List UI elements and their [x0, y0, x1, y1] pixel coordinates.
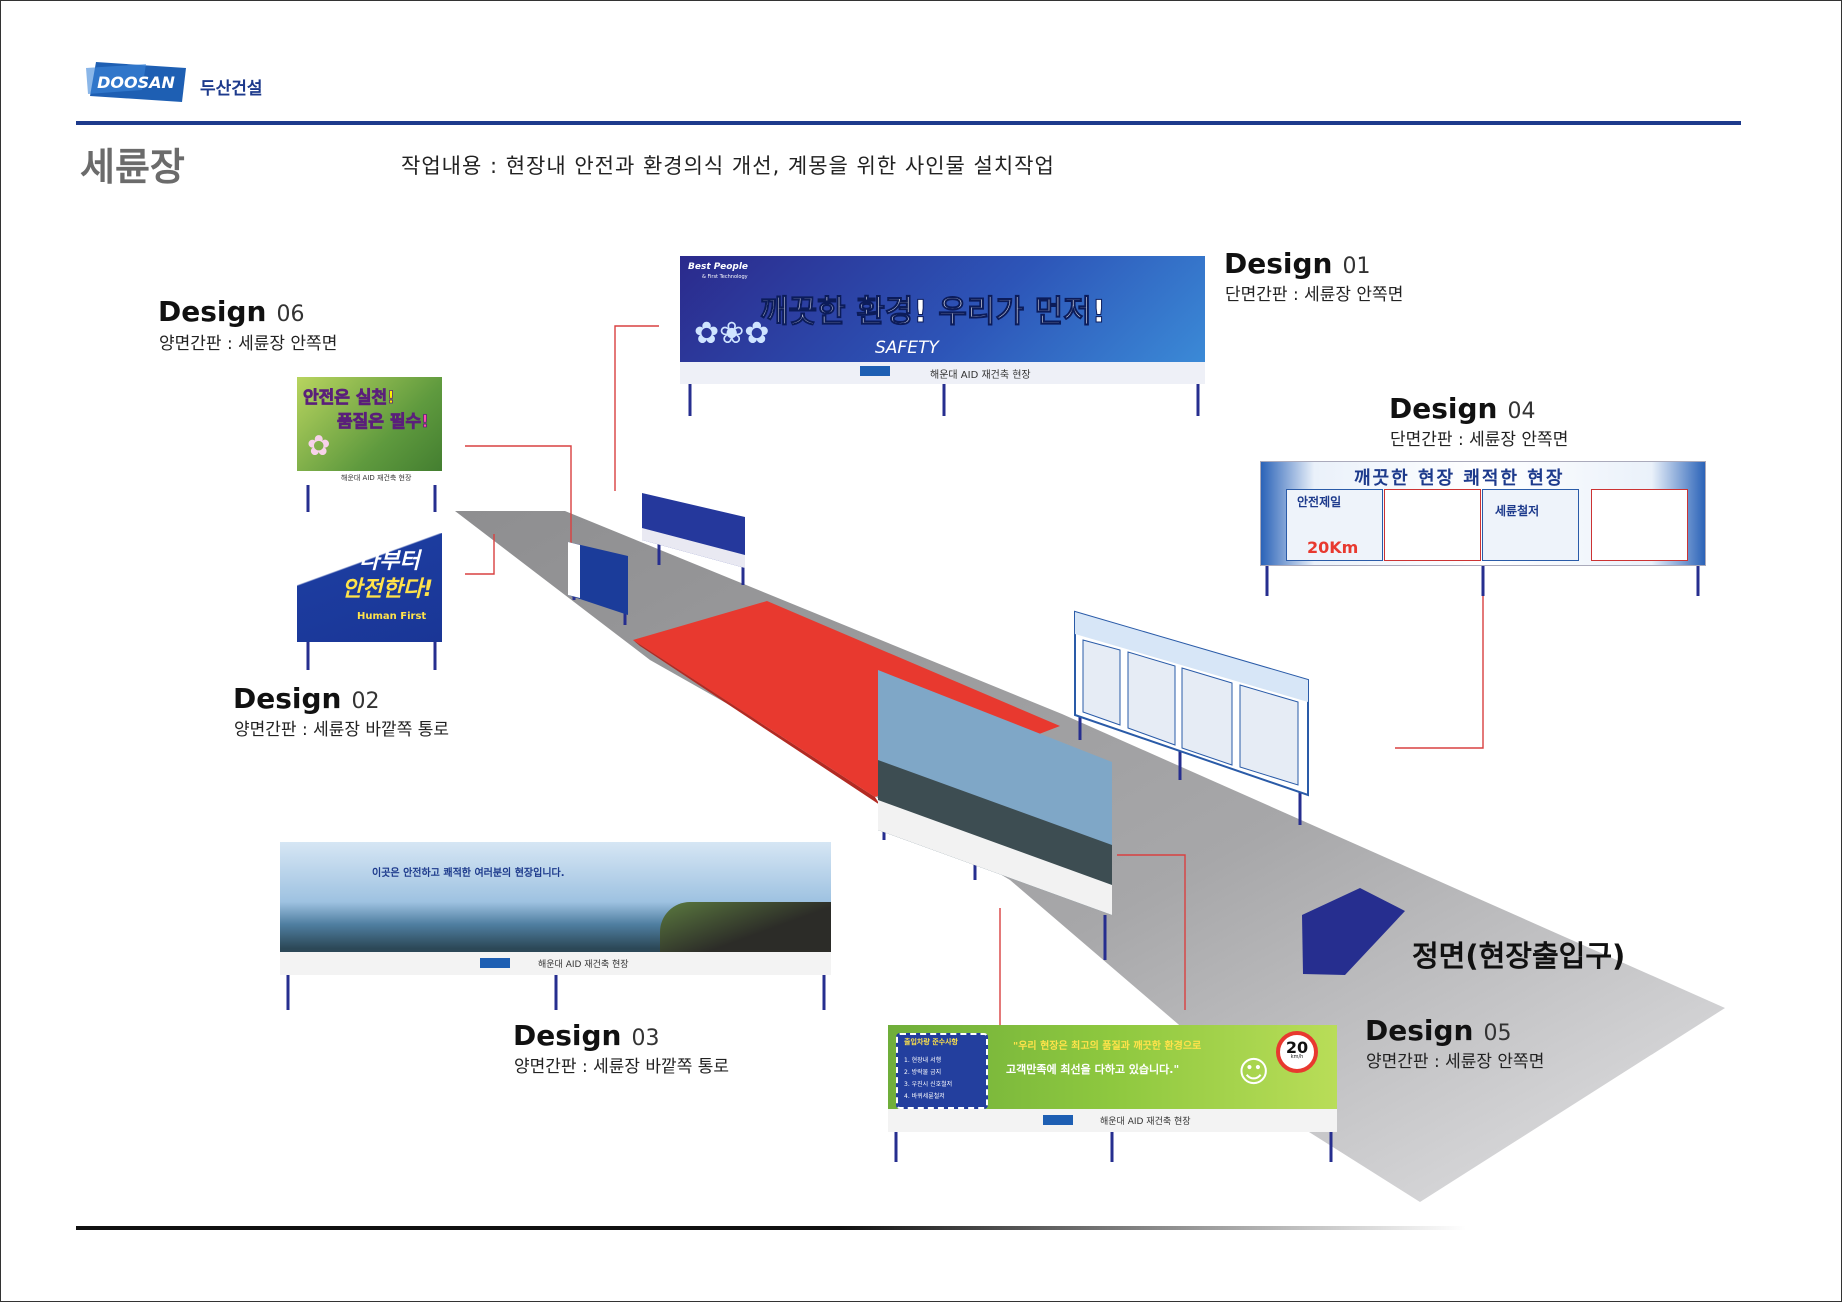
sign-05-rule: 1. 현장내 서행 — [904, 1057, 942, 1064]
design-06-subtitle: 양면간판 : 세륜장 안쪽면 — [159, 334, 338, 354]
page-title: 세륜장 — [80, 145, 185, 189]
sign-05-quote-2: 고객만족에 최선을 다하고 있습니다." — [1006, 1063, 1180, 1076]
mascot-icon: ☺ — [1238, 1055, 1270, 1090]
sign-04-panel-1-speed: 20Km — [1307, 538, 1359, 557]
sign-01-tag2: & First Technology — [702, 274, 748, 280]
sign-01-headline: 깨끗한 환경! 우리가 먼저! — [760, 294, 1107, 331]
sign-04-panel-3-title: 세륜철저 — [1495, 504, 1540, 518]
sign-05-logo — [1043, 1115, 1073, 1125]
sign-05-rules-title: 출입차량 준수사항 — [904, 1038, 958, 1046]
sign-01-flowers: ✿❀✿ — [694, 316, 770, 351]
sign-05-site: 해운대 AID 재건축 현장 — [1100, 1117, 1191, 1127]
work-description: 작업내용 : 현장내 안전과 환경의식 개선, 계몽을 위한 사인물 설치작업 — [401, 154, 1055, 178]
sign-06-flower: ✿ — [307, 429, 331, 462]
sign-design-01: Best People & First Technology 깨끗한 환경! 우… — [680, 256, 1205, 384]
scene-sign-d02 — [568, 542, 628, 615]
sign-02-line2: 안전한다! — [342, 577, 433, 602]
sign-design-06: 안전은 실천! 품질은 필수! ✿ 해운대 AID 재건축 현장 — [297, 377, 442, 485]
sign-design-03: 이곳은 안전하고 쾌적한 여러분의 현장입니다. 해운대 AID 재건축 현장 — [280, 842, 831, 975]
sign-04-panel-3: 세륜철저 — [1482, 489, 1579, 561]
sign-03-headline: 이곳은 안전하고 쾌적한 여러분의 현장입니다. — [372, 868, 565, 879]
logo-text: DOOSAN — [97, 73, 175, 92]
sign-02-line1: 나부터 — [359, 549, 420, 574]
design-01-subtitle: 단면간판 : 세륜장 안쪽면 — [1225, 285, 1404, 305]
entrance-label: 정면(현장출입구) — [1412, 939, 1626, 973]
sign-05-rule: 4. 바퀴세륜철저 — [904, 1093, 945, 1100]
speed-limit-value: 20 — [1285, 1038, 1309, 1057]
sign-01-logo — [860, 366, 890, 376]
design-04-subtitle: 단면간판 : 세륜장 안쪽면 — [1390, 430, 1569, 450]
sign-03-logo — [480, 958, 510, 968]
sign-06-site: 해운대 AID 재건축 현장 — [341, 474, 412, 482]
sign-04-title: 깨끗한 현장 쾌적한 현장 — [1354, 468, 1565, 489]
sign-01-tag: Best People — [688, 262, 749, 272]
sign-03-rocks — [660, 902, 831, 952]
sign-04-panel-4 — [1591, 489, 1688, 561]
sign-03-site: 해운대 AID 재건축 현장 — [538, 960, 629, 970]
sign-04-panel-1: 안전제일 20Km — [1286, 489, 1383, 561]
sign-06-line2: 품질은 필수! — [337, 412, 430, 433]
company-name: 두산건설 — [200, 79, 263, 99]
footer-rule — [76, 1226, 1466, 1230]
sign-01-safety: SAFETY — [875, 338, 939, 358]
sign-05-rules-box: 출입차량 준수사항 1. 현장내 서행 2. 방락물 금지 3. 우진시 신호철… — [896, 1033, 988, 1109]
doosan-logo: DOOSAN — [86, 62, 186, 102]
sign-01-site: 해운대 AID 재건축 현장 — [930, 370, 1031, 381]
sign-05-quote-1: "우리 현장은 최고의 품질과 깨끗한 환경으로 — [1013, 1041, 1202, 1052]
sign-06-line1: 안전은 실천! — [303, 388, 396, 409]
design-03-subtitle: 양면간판 : 세륜장 바깥쪽 통로 — [514, 1057, 730, 1077]
sign-design-05: 출입차량 준수사항 1. 현장내 서행 2. 방락물 금지 3. 우진시 신호철… — [888, 1025, 1337, 1132]
sign-design-02: 나부터 안전한다! Human First — [297, 533, 442, 642]
speed-limit-unit: km/h — [1290, 1054, 1304, 1060]
design-05-subtitle: 양면간판 : 세륜장 안쪽면 — [1366, 1052, 1545, 1072]
sign-05-rule: 2. 방락물 금지 — [904, 1069, 942, 1076]
sign-05-rule: 3. 우진시 신호철저 — [904, 1081, 953, 1088]
sign-04-panel-1-title: 안전제일 — [1297, 495, 1342, 509]
speed-limit-sign: 20 km/h — [1276, 1031, 1318, 1073]
header-rule — [76, 121, 1741, 125]
design-02-subtitle: 양면간판 : 세륜장 바깥쪽 통로 — [234, 720, 450, 740]
entrance-arrow — [1302, 888, 1405, 975]
sign-design-04: 깨끗한 현장 쾌적한 현장 안전제일 20Km 세륜철저 — [1260, 461, 1706, 566]
sign-04-panel-2 — [1384, 489, 1481, 561]
sign-02-human-first: Human First — [357, 611, 427, 622]
